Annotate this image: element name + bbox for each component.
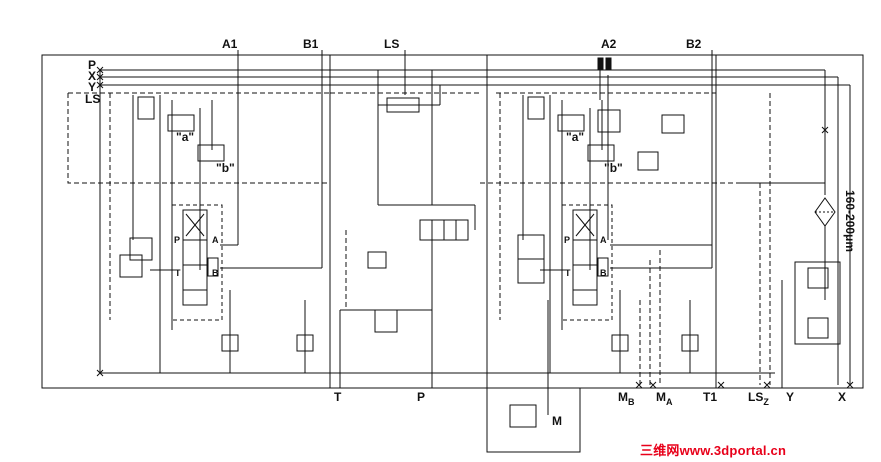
pilot-valve-a-1 <box>167 114 195 132</box>
compensator-1 <box>129 237 153 261</box>
spool-a-label-1: A <box>212 235 219 245</box>
port-m-label: M <box>552 414 562 428</box>
port-y-left-label: Y <box>88 80 96 94</box>
spool-p-label-1: P <box>174 235 180 245</box>
port-mb-label: MB <box>618 390 635 407</box>
m-port-valve <box>509 404 537 428</box>
relief-valve-mid-2 <box>637 151 659 171</box>
tank-check-2 <box>296 334 314 352</box>
relief-block-right <box>794 261 841 345</box>
spool-b-label-2: B <box>600 268 607 278</box>
pilot-b-label-1: "b" <box>216 161 235 175</box>
shuttle-valve-2 <box>527 96 545 120</box>
pilot-a-label-2: "a" <box>566 130 584 144</box>
port-a2-label: A2 <box>601 37 617 51</box>
port-p-bottom-label: P <box>417 390 425 404</box>
port-a1-label: A1 <box>222 37 238 51</box>
pilot-b-label-2: "b" <box>604 161 623 175</box>
tank-check-3 <box>611 334 629 352</box>
port-lsz-label: LSZ <box>748 390 769 407</box>
spool-a-label-2: A <box>600 235 607 245</box>
port-t1-label: T1 <box>703 390 717 404</box>
relief-valve-top-2 <box>661 114 685 134</box>
spool-p-label-2: P <box>564 235 570 245</box>
pilot-valve-a-2 <box>557 114 585 132</box>
port-b1-label: B1 <box>303 37 319 51</box>
pilot-valve-b-1 <box>197 144 225 162</box>
spool-t-label-2: T <box>565 268 571 278</box>
shuttle-valve-1 <box>137 96 155 120</box>
pilot-valve-b-2 <box>587 144 615 162</box>
port-x-left-label: X <box>88 69 96 83</box>
watermark: 三维网www.3dportal.cn <box>640 443 787 458</box>
outer-frame <box>41 54 864 389</box>
center-relief-2 <box>374 309 398 333</box>
port-t-label: T <box>334 390 342 404</box>
port-ma-label: MA <box>656 390 673 407</box>
spool-b-label-1: B <box>212 268 219 278</box>
port-ls-top-label: LS <box>384 37 399 51</box>
port-x-bottom-label: X <box>838 390 846 404</box>
filter-rating-label: 160-200μm <box>843 190 857 252</box>
port-ls-left-label: LS <box>85 92 100 106</box>
reducing-valve-2 <box>597 109 621 133</box>
tank-check-1 <box>221 334 239 352</box>
pilot-a-label-1: "a" <box>176 130 194 144</box>
port-p-left-label: P <box>88 58 96 72</box>
tank-check-4 <box>681 334 699 352</box>
port-y-bottom-label: Y <box>786 390 794 404</box>
spool-t-label-1: T <box>175 268 181 278</box>
port-b2-label: B2 <box>686 37 702 51</box>
center-relief-1 <box>367 251 387 269</box>
